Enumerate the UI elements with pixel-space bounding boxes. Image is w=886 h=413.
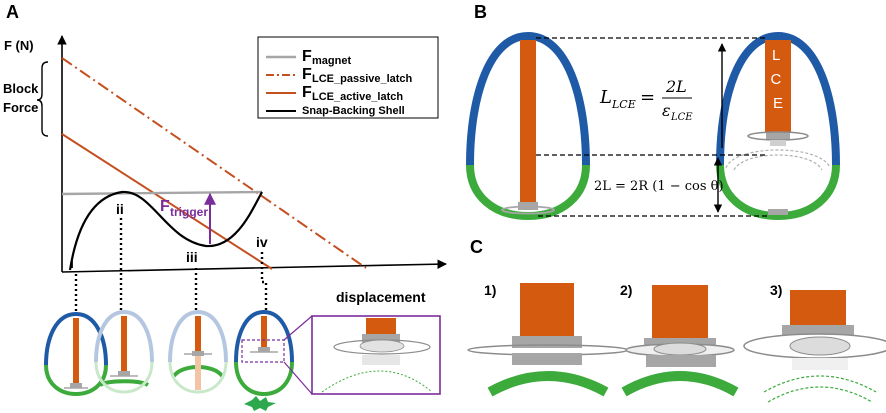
legend-label-active-sub: LCE_active_latch [312, 91, 403, 103]
lce-active-latch-line [61, 133, 273, 270]
shell-state-i [44, 311, 108, 397]
legend: F magnet F LCE_passive_latch F LCE_activ… [257, 36, 439, 119]
equation-shell-height: 2L = 2R (1 − cos θ) [594, 179, 724, 194]
zoom-line-top [283, 315, 313, 341]
drop-lines [74, 218, 268, 312]
point-label-iv: iv [256, 234, 268, 250]
lce-letter-l: L [772, 47, 780, 64]
shell-b-left [466, 31, 590, 221]
eq1-lhs: L [599, 87, 612, 108]
eq1-denominator-sub: LCE [670, 112, 693, 123]
x-axis-label: displacement [336, 289, 426, 305]
guide-lines-b [536, 37, 768, 217]
block-force-label-1: Block [3, 81, 39, 96]
panel-letter-a: A [6, 2, 19, 22]
eq1-lhs-sub: LCE [611, 98, 636, 111]
shell-b-right: L C E [716, 31, 840, 221]
shell-state-iii [168, 309, 228, 394]
state-c1: 1) [467, 282, 629, 397]
snap-burst-icon [244, 396, 276, 411]
panel-letter-c: C [470, 237, 483, 257]
legend-label-active-main: F [302, 84, 312, 101]
eq1-numerator: 2L [665, 77, 687, 96]
point-label-ii: ii [116, 201, 124, 217]
block-force-bracket [36, 61, 49, 137]
legend-label-shell: Snap-Backing Shell [302, 105, 405, 117]
snap-backing-shell-curve [68, 190, 263, 271]
legend-label-passive-sub: LCE_passive_latch [312, 73, 413, 85]
state-c3: 3) [743, 282, 886, 403]
lce-label: L C E [770, 47, 785, 112]
legend-label-magnet-main: F [302, 48, 312, 65]
lce-letter-c: C [770, 71, 781, 88]
y-axis-label: F (N) [4, 38, 34, 53]
panel-letter-b: B [474, 2, 487, 22]
legend-label-magnet-sub: magnet [312, 55, 351, 67]
trigger-label-sub: trigger [170, 205, 208, 219]
legend-box [257, 36, 439, 119]
x-axis [61, 259, 447, 273]
state-c3-label: 3) [770, 282, 782, 298]
equation-lce: L LCE = 2L ε LCE [599, 77, 693, 123]
point-label-i: i [70, 255, 74, 271]
lce-letter-e: E [773, 95, 783, 112]
legend-label-passive-main: F [302, 66, 312, 83]
eq1-equals: = [640, 87, 655, 108]
lce-passive-latch-line [61, 57, 367, 269]
magnet-force-line [61, 190, 263, 196]
eq1-denominator: ε [662, 101, 671, 120]
state-c2: 2) [620, 282, 739, 397]
zoom-inset [311, 315, 441, 395]
shell-state-ii [94, 309, 154, 394]
block-force-label-2: Force [3, 100, 38, 115]
trigger-label-main: F [160, 198, 170, 215]
zoom-line-bottom [283, 361, 313, 395]
state-c2-label: 2) [620, 282, 632, 298]
point-label-iii: iii [186, 249, 198, 265]
shell-state-iv [234, 309, 294, 411]
state-c1-label: 1) [484, 282, 496, 298]
